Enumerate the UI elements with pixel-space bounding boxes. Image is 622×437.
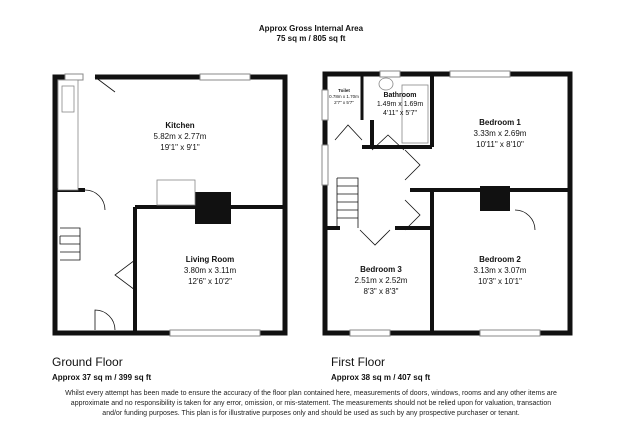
bedroom-2-imperial: 10'3" x 10'1" [478, 277, 522, 286]
toilet-label: Toilet [338, 88, 350, 93]
room-labels: Kitchen 5.82m x 2.77m 19'1" x 9'1" Livin… [154, 88, 527, 296]
bedroom-2-metric: 3.13m x 3.07m [474, 266, 527, 275]
first-floor-area: Approx 38 sq m / 407 sq ft [331, 373, 431, 382]
first-floor-doors [334, 124, 536, 246]
bedroom-3-metric: 2.51m x 2.52m [355, 276, 408, 285]
kitchen-metric: 5.82m x 2.77m [154, 132, 207, 141]
living-room-imperial: 12'6" x 10'2" [188, 277, 232, 286]
first-floor-name: First Floor [331, 355, 385, 369]
bedroom-1-label: Bedroom 1 [479, 118, 521, 127]
first-floor-windows [321, 70, 541, 337]
ground-floor-area: Approx 37 sq m / 399 sq ft [52, 373, 152, 382]
header-area: 75 sq m / 805 sq ft [276, 34, 346, 43]
living-room-label: Living Room [186, 255, 234, 264]
kitchen-units [57, 79, 79, 191]
first-floor-stairs [336, 177, 359, 228]
disclaimer: Whilst every attempt has been made to en… [65, 390, 557, 417]
header-title: Approx Gross Internal Area [258, 24, 364, 33]
first-floor-walls [322, 71, 573, 336]
basin [378, 77, 394, 91]
ground-floor-stairs [59, 227, 81, 261]
cooker [156, 179, 196, 206]
bedroom-1-metric: 3.33m x 2.69m [474, 129, 527, 138]
ground-floor-name: Ground Floor [52, 355, 123, 369]
bathroom-label: Bathroom [383, 92, 416, 99]
ground-floor-windows [64, 73, 261, 337]
kitchen-label: Kitchen [165, 121, 194, 130]
bathroom-metric: 1.49m x 1.69m [377, 101, 423, 108]
bedroom-3-label: Bedroom 3 [360, 265, 402, 274]
bedroom-1-imperial: 10'11" x 8'10" [476, 140, 524, 149]
bedroom-2-label: Bedroom 2 [479, 255, 521, 264]
chimney-breast [195, 192, 231, 224]
living-room-metric: 3.80m x 3.11m [184, 266, 237, 275]
bath [401, 84, 429, 144]
toilet-metric: 0.78m x 1.70m [329, 94, 359, 99]
bedroom-3-imperial: 8'3" x 8'3" [364, 287, 399, 296]
bathroom-imperial: 4'11" x 5'7" [383, 110, 417, 117]
kitchen-imperial: 19'1" x 9'1" [160, 143, 200, 152]
toilet-imperial: 2'7" x 5'7" [334, 100, 354, 105]
ground-floor-doors [84, 76, 136, 331]
chimney-breast-upper [480, 186, 510, 211]
